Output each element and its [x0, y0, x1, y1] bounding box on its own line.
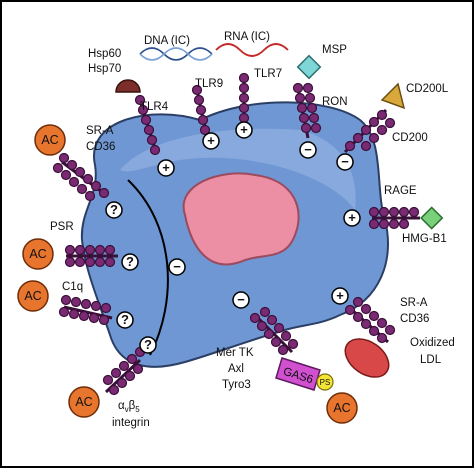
cd200-label: CD200 — [392, 132, 428, 144]
ac-cell-3 — [17, 280, 49, 312]
plus-badge-tlr4: + — [157, 159, 175, 177]
tlr4-receptor — [134, 94, 161, 156]
msp-ligand-icon — [296, 54, 322, 80]
signal-badges: + + + − − + − − — [105, 121, 361, 354]
tlr7-receptor — [238, 72, 250, 124]
ps-label: PS — [320, 378, 331, 387]
phagocytic-cup-arc — [127, 179, 169, 356]
rage-label: RAGE — [384, 185, 417, 197]
svg-text:+: + — [348, 210, 356, 225]
tyro3-label: Tyro3 — [222, 379, 251, 391]
sra-top-label: SR-A — [86, 125, 114, 137]
sra-cd36-bottom-receptor — [344, 296, 396, 344]
c1q-label: C1q — [62, 281, 83, 293]
question-badge-integrin: ? — [139, 336, 157, 354]
oxidized-label: Oxidized — [410, 337, 455, 349]
ac-label-1: AC — [41, 133, 58, 147]
apoptotic-cells: AC AC AC AC AC — [17, 124, 358, 424]
minus-badge-center: − — [168, 258, 186, 276]
plus-badge-tlr9: + — [202, 132, 220, 150]
axl-label: Axl — [228, 363, 244, 375]
sra-bottom-label: SR-A — [400, 297, 428, 309]
cd200-receptor — [343, 108, 396, 154]
question-badge-sra-top: ? — [105, 201, 123, 219]
svg-text:+: + — [240, 122, 248, 137]
minus-badge-ron: − — [299, 141, 317, 159]
ldl-ligand-icon — [344, 338, 390, 378]
rna-label: RNA (IC) — [224, 31, 270, 43]
svg-text:+: + — [207, 133, 215, 148]
tlr4-label: TLR4 — [140, 101, 169, 113]
question-badge-c1q: ? — [116, 311, 134, 329]
mertk-label: Mer TK — [216, 347, 254, 359]
rna-strand-icon — [215, 43, 289, 57]
hmgb1-label: HMG-B1 — [402, 233, 447, 245]
text-labels: Hsp60 Hsp70 DNA (IC) RNA (IC) MSP CD200L… — [50, 31, 455, 429]
cd200l-label: CD200L — [406, 83, 449, 95]
svg-text:+: + — [336, 288, 344, 303]
minus-badge-mertk: − — [232, 291, 250, 309]
plus-badge-sra-bottom: + — [331, 287, 349, 305]
cd36-bottom-label: CD36 — [400, 313, 429, 325]
plus-badge-tlr7: + — [235, 121, 253, 139]
psr-receptor — [64, 244, 118, 268]
mertk-receptor — [249, 306, 299, 356]
svg-text:?: ? — [121, 312, 129, 327]
psr-label: PSR — [50, 221, 74, 233]
tlr7-label: TLR7 — [254, 68, 282, 80]
svg-text:?: ? — [110, 202, 118, 217]
svg-text:+: + — [162, 160, 170, 175]
svg-text:−: − — [304, 142, 312, 157]
integrin-symbol: αvβ5 — [118, 400, 140, 414]
svg-text:−: − — [237, 292, 245, 307]
ac-cell-5 — [326, 392, 358, 424]
dna-label: DNA (IC) — [144, 35, 190, 47]
ldl-label: LDL — [420, 354, 442, 366]
dna-helix-icon — [139, 47, 213, 61]
ac-cell-4 — [68, 386, 100, 418]
cd200l-ligand-icon — [380, 82, 406, 110]
tlr9-label: TLR9 — [195, 78, 223, 90]
ron-label: RON — [322, 96, 348, 108]
tlr9-receptor — [191, 84, 211, 136]
cd36-top-label: CD36 — [86, 141, 115, 153]
rage-receptor — [368, 206, 420, 230]
ac-cell-2 — [22, 238, 54, 270]
plus-badge-rage: + — [343, 209, 361, 227]
gas6-molecule — [275, 357, 321, 391]
svg-text:−: − — [173, 259, 181, 274]
receptor-chains — [52, 72, 420, 396]
integrin-receptor — [102, 346, 146, 396]
svg-text:−: − — [341, 154, 349, 169]
cell-highlight — [120, 128, 356, 210]
hsp60-label: Hsp60 — [88, 48, 121, 60]
svg-text:?: ? — [126, 254, 134, 269]
ps-molecule — [316, 373, 334, 391]
ac-label-4: AC — [75, 395, 92, 409]
svg-text:?: ? — [144, 337, 152, 352]
minus-badge-cd200: − — [336, 153, 354, 171]
ac-label-2: AC — [29, 247, 46, 261]
integrin-label: integrin — [112, 417, 150, 429]
hsp70-label: Hsp70 — [88, 63, 121, 75]
hsp-ligand-icon — [115, 79, 141, 93]
nucleus — [182, 172, 300, 266]
ron-receptor — [292, 82, 322, 139]
c1q-receptor — [58, 294, 113, 326]
ac-label-3: AC — [24, 289, 41, 303]
ac-label-5: AC — [333, 401, 350, 415]
question-badge-psr: ? — [121, 253, 139, 271]
sra-cd36-top-receptor — [52, 152, 110, 202]
msp-label: MSP — [322, 44, 347, 56]
hmgb1-ligand-icon — [420, 206, 444, 230]
ac-cell-1 — [34, 124, 66, 156]
